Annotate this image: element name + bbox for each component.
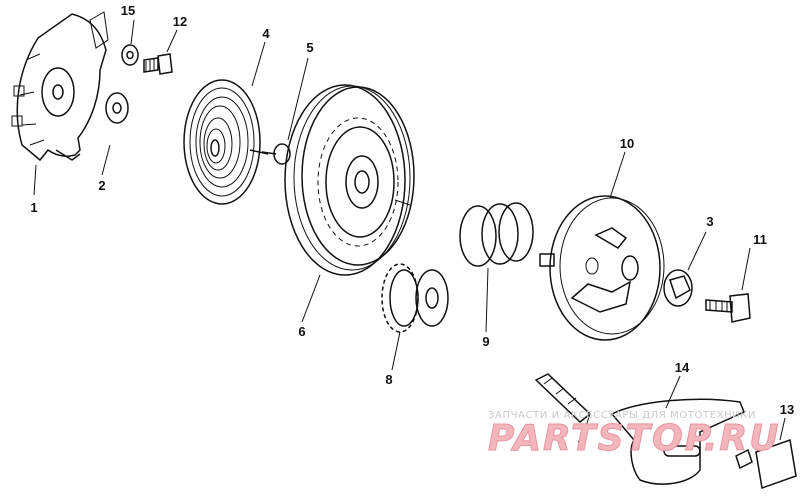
- part-13-insert: [755, 417, 797, 490]
- callout-11: 11: [753, 232, 767, 247]
- callout-5: 5: [306, 40, 313, 55]
- part-4-recoil-spring: [183, 41, 269, 205]
- callout-4: 4: [262, 26, 270, 41]
- part-15-small-washer: [121, 19, 139, 66]
- callout-2: 2: [98, 178, 105, 193]
- callout-6: 6: [298, 324, 305, 339]
- part-14-handle: [610, 375, 753, 485]
- part-10-pawl-plate: [539, 151, 665, 341]
- part-8-gear: [381, 263, 449, 371]
- part-6-pulley: [284, 84, 415, 323]
- part-7-starter-cord: [534, 373, 592, 439]
- watermark-brand: PARTSTOP.RU: [488, 418, 780, 459]
- callout-10: 10: [620, 136, 634, 151]
- callout-13: 13: [780, 402, 794, 417]
- part-3-nut: [663, 231, 707, 307]
- callout-9: 9: [482, 334, 489, 349]
- callout-3: 3: [706, 214, 713, 229]
- part-9-friction-springs: [459, 202, 534, 333]
- callout-8: 8: [385, 372, 392, 387]
- part-12-bolt: [143, 29, 178, 75]
- callout-7: 7: [577, 438, 584, 453]
- part-5-pin: [261, 57, 309, 165]
- part-11-bolt: [705, 247, 751, 323]
- watermark-caption: ЗАПЧАСТИ И АКСЕССУАРЫ ДЛЯ МОТОТЕХНИКИ: [488, 410, 756, 421]
- part-1-housing-cover: [11, 11, 109, 196]
- callout-14: 14: [675, 360, 690, 375]
- part-2-washer: [101, 92, 129, 176]
- callout-15: 15: [121, 3, 135, 18]
- callout-12: 12: [173, 14, 187, 29]
- callout-1: 1: [30, 200, 37, 215]
